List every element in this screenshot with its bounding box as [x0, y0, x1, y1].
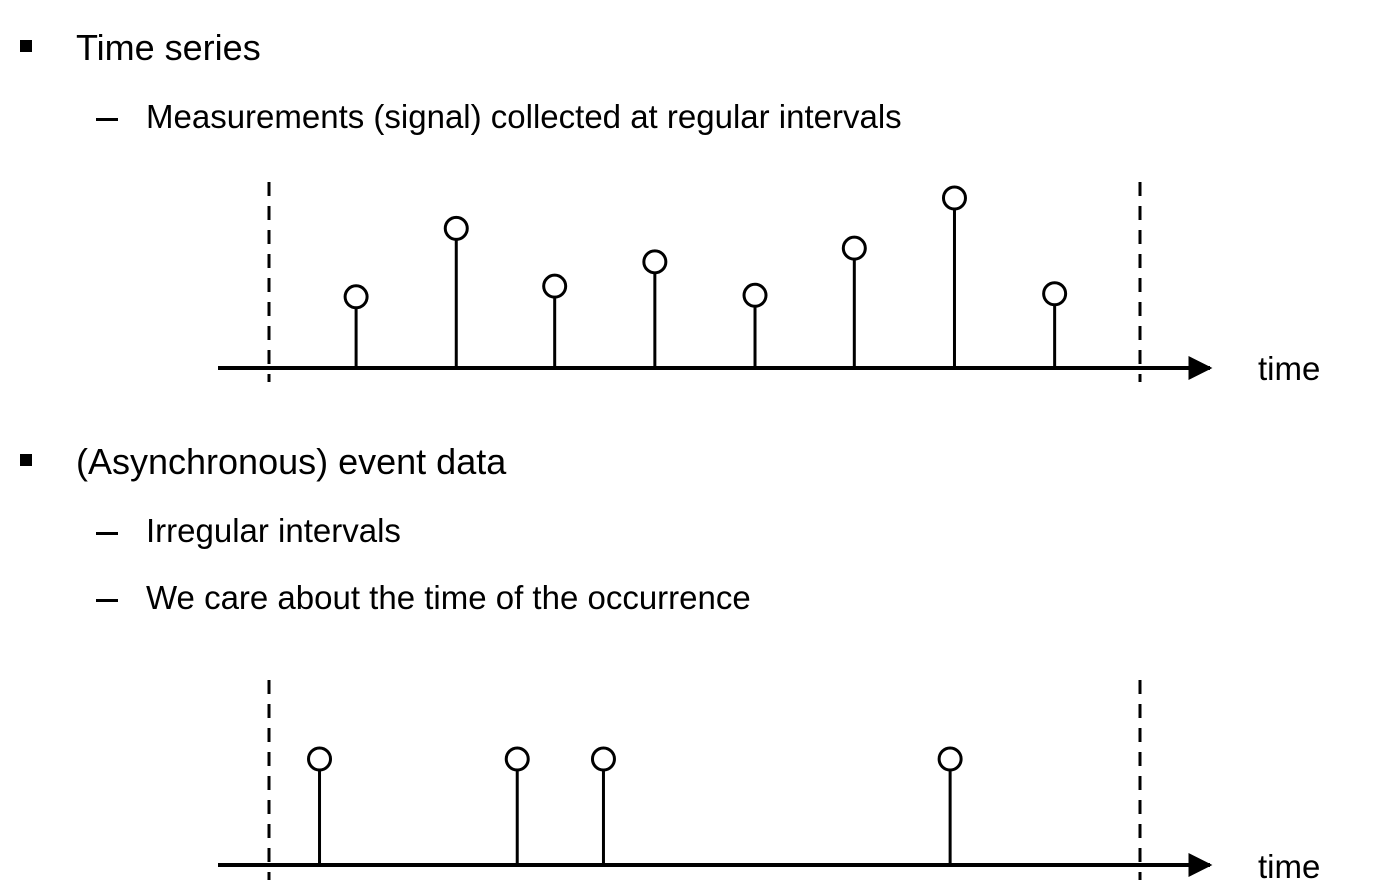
dash-marker: [96, 599, 118, 602]
stem-marker-5: [841, 235, 867, 261]
stem-marker-1: [504, 746, 530, 772]
stem-marker-6: [941, 185, 967, 211]
stem-marker-3: [642, 249, 668, 275]
stem-marker-7: [1042, 281, 1068, 307]
time-series-diagram: time: [218, 182, 1320, 387]
event-data-diagram: time: [218, 680, 1320, 885]
stem-marker-2: [542, 273, 568, 299]
stem-marker-0: [343, 284, 369, 310]
heading-event-data: (Asynchronous) event data: [76, 441, 507, 482]
axis-label-time: time: [1258, 848, 1320, 885]
point-regular-intervals: Measurements (signal) collected at regul…: [146, 98, 902, 135]
point-occurrence-time: We care about the time of the occurrence: [146, 579, 751, 616]
dash-marker: [96, 118, 118, 121]
stems-group: [343, 185, 1068, 368]
stem-marker-0: [307, 746, 333, 772]
stems-group: [307, 746, 963, 865]
dash-marker: [96, 532, 118, 535]
bullet-marker: [20, 40, 32, 52]
point-irregular-intervals: Irregular intervals: [146, 512, 401, 549]
stem-marker-1: [443, 215, 469, 241]
stem-marker-3: [937, 746, 963, 772]
axis-label-time: time: [1258, 350, 1320, 387]
stem-marker-4: [742, 282, 768, 308]
heading-time-series: Time series: [76, 27, 261, 68]
bullet-marker: [20, 454, 32, 466]
stem-marker-2: [590, 746, 616, 772]
